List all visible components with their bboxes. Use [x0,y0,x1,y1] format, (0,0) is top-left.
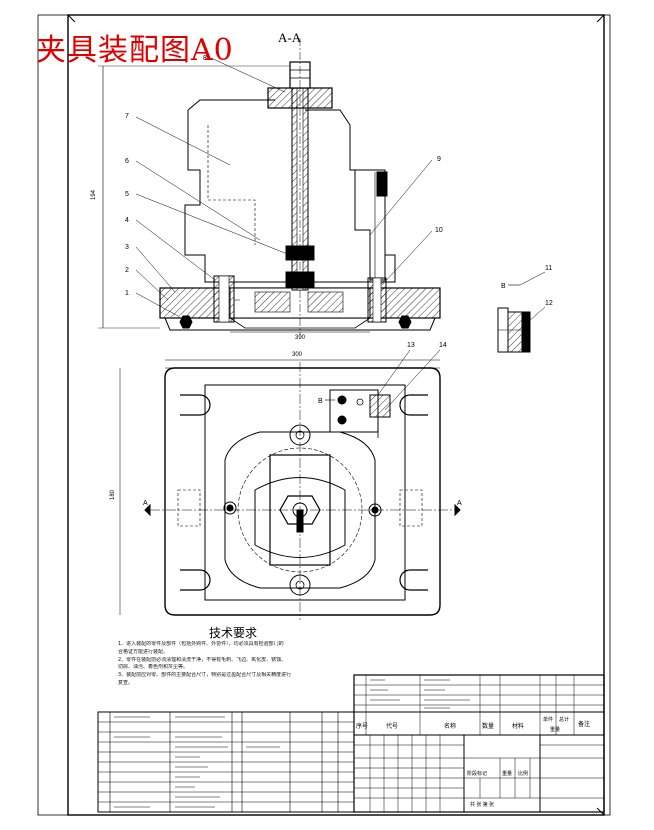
parts-list-table [97,711,355,813]
part-number-11: 11 [545,265,552,272]
part-number-4: 4 [125,217,129,224]
header-seq: 序号 [356,722,368,730]
tech-note-line: 2、零件在装配前必须清理和清洗干净，不得有毛刺、飞边、氧化皮、锈蚀、 [118,656,287,663]
height-dimension: 194 [91,189,97,200]
header-code: 代号 [386,722,398,730]
title-block [353,674,605,813]
part-number-5: 5 [125,191,129,198]
front-section-view [98,38,441,335]
section-marker-a-right: A [457,500,462,507]
tech-requirements-title: 技术要求 [209,626,258,640]
part-number-labels: 7 6 5 4 3 2 1 8 9 10 11 12 13 14 [125,55,553,349]
tech-requirements-notes: 1、进入装配的零件及部件（包括外购件、外协件），均必须具有检验部门的 合格证方能… [118,641,358,688]
part-number-8: 8 [203,55,207,62]
label-sheets: 共 张 第 张 [470,801,494,808]
header-qty: 数量 [482,722,494,730]
drawing-title-watermark: 夹具装配图A0 [36,33,234,68]
header-material: 材料 [512,722,524,730]
tech-note-line: 1、进入装配的零件及部件（包括外购件、外协件），均必须具有检验部门的 [118,641,284,647]
section-view-title: A-A [278,30,302,45]
part-number-2: 2 [125,267,129,274]
part-number-13: 13 [407,342,415,349]
detail-b-marker: B [501,283,506,290]
tech-note-line: 复查。 [118,679,134,686]
tech-note-line: 合格证方能进行装配。 [118,648,169,655]
label-scale: 比例 [518,770,528,777]
depth-dimension: 180 [110,489,116,500]
header-total-weight: 总计 [559,716,569,723]
width-dimension: 300 [292,352,303,358]
section-marker-a-left: A [143,500,148,507]
label-weight: 重量 [502,770,512,777]
detail-b-pointer: B [318,398,323,405]
base-dimension: 390 [295,335,306,341]
part-number-7: 7 [125,113,129,120]
inner-frame [67,14,605,816]
part-number-12: 12 [545,300,553,307]
part-number-1: 1 [125,290,129,297]
tech-note-line: 3、装配前应对零、部件的主要配合尺寸，特别是过盈配合尺寸及相关精度进行 [118,672,292,679]
header-remark: 备注 [578,720,590,728]
tech-note-line: 切屑、油污、着色剂和灰尘等。 [118,664,189,671]
header-name: 名称 [444,722,456,730]
frame-tick-top [67,14,76,23]
header-weight: 重量 [550,726,560,733]
frame-tick-right [596,14,605,23]
part-number-14: 14 [439,342,447,349]
detail-view-b [497,271,546,353]
part-number-10: 10 [435,227,443,234]
label-stage: 阶段标记 [467,770,487,777]
part-number-9: 9 [437,156,441,163]
top-plan-view [119,349,461,620]
part-number-3: 3 [125,244,129,251]
header-unit-weight: 单件 [543,716,553,723]
part-number-6: 6 [125,158,129,165]
